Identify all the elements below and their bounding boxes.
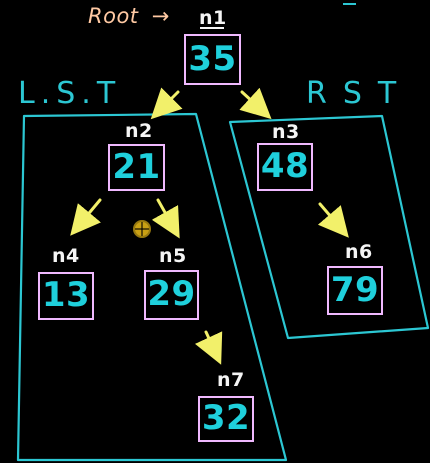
node-value-n1: 35	[188, 38, 237, 79]
edge-n5-n7-arrow	[194, 330, 223, 365]
node-box-n4: 13	[38, 272, 94, 320]
node-value-n3: 48	[260, 146, 310, 187]
node-label-n5: n5	[159, 245, 187, 267]
right-subtree-boundary	[228, 114, 430, 340]
node-label-n3: n3	[272, 121, 300, 143]
node-box-n5: 29	[144, 270, 199, 320]
node-label-n1: n1	[199, 7, 227, 29]
node-box-n3: 48	[257, 143, 313, 191]
node-value-n6: 79	[330, 269, 380, 310]
node-box-n1: 35	[184, 34, 241, 85]
node-box-n6: 79	[327, 266, 383, 315]
right-subtree-label: RST	[306, 76, 413, 111]
left-subtree-boundary	[16, 112, 288, 462]
root-annotation-arrow: →	[151, 4, 170, 28]
node-label-n4: n4	[52, 245, 80, 267]
node-value-n5: 29	[147, 274, 196, 315]
left-subtree-label: L.S.T	[18, 76, 122, 111]
node-label-n6: n6	[345, 241, 373, 263]
node-value-n4: 13	[41, 275, 91, 316]
edge-n2-n5-arrow	[151, 198, 180, 239]
node-box-n2: 21	[108, 144, 165, 191]
edge-n3-n6-arrow	[317, 202, 349, 238]
pointer-dot-icon	[133, 220, 151, 238]
node-label-n2: n2	[125, 120, 153, 142]
node-box-n7: 32	[198, 396, 254, 442]
edge-n1-n2-arrow	[150, 87, 183, 120]
node-value-n2: 21	[112, 146, 161, 187]
node-label-n7: n7	[217, 369, 245, 391]
edge-n2-n4-arrow	[70, 198, 102, 236]
node-value-n7: 32	[201, 398, 251, 439]
root-annotation-text: Root	[88, 4, 139, 28]
edge-n1-n3-arrow	[239, 87, 272, 120]
root-annotation: Root →	[88, 4, 170, 28]
